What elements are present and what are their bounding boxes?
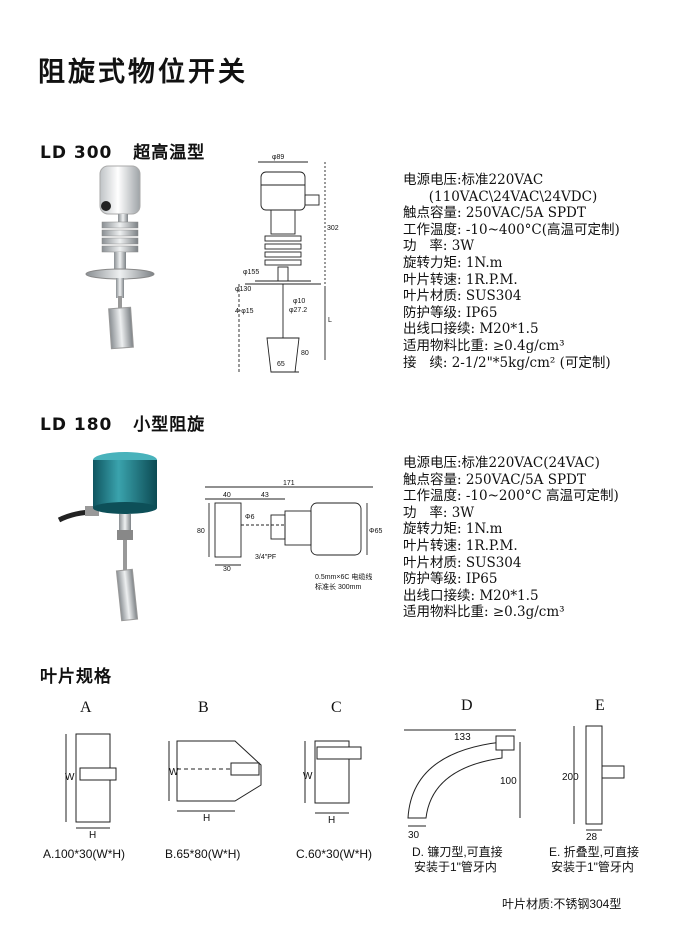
dim-d65: Φ65 — [369, 528, 382, 535]
blade-d-drawing: 133 100 30 — [404, 729, 521, 840]
ld180-model: LD 180 — [40, 415, 113, 435]
cable-note-2: 标准长 300mm — [315, 582, 361, 591]
blade-d-caption-1: D. 镰刀型,可直接 — [412, 845, 503, 859]
spec-line: 叶片材质: SUS304 — [403, 288, 522, 305]
page-title: 阻旋式物位开关 — [38, 57, 248, 88]
dim-171: 171 — [283, 480, 295, 487]
ld300-model: LD 300 — [40, 143, 113, 163]
spec-line: 叶片材质: SUS304 — [403, 554, 522, 571]
dim-d10: φ10 — [293, 298, 305, 305]
blade-a-w: W — [65, 772, 75, 783]
blade-b-w: W — [169, 767, 179, 778]
blade-e-caption-2: 安装于1"管牙内 — [551, 860, 634, 874]
spec-line: 防护等级: IP65 — [403, 304, 498, 321]
blade-d-100: 100 — [500, 776, 517, 787]
cable-note-1: 0.5mm×6C 电缆线 — [315, 572, 372, 581]
spec-line: 接 续: 2-1/2"*5kg/cm² (可定制) — [403, 354, 611, 371]
blade-d-letter: D — [461, 697, 473, 714]
dim-43: 43 — [261, 492, 269, 499]
blade-c-caption: C.60*30(W*H) — [296, 847, 373, 861]
spec-line: 出线口接续: M20*1.5 — [403, 587, 539, 604]
ld300-dimension-drawing: φ89 302 φ155 φ130 φ10 4-φ15 φ27.2 L 80 6… — [235, 154, 339, 373]
blade-e-caption-1: E. 折叠型,可直接 — [549, 845, 640, 859]
spec-line: 电源电压:标准220VAC — [403, 172, 544, 188]
dim-d155: φ155 — [243, 269, 259, 276]
spec-line: 旋转力矩: 1N.m — [403, 254, 503, 271]
spec-line: 防护等级: IP65 — [403, 571, 498, 588]
blade-c-h: H — [328, 815, 335, 826]
dim-30: 30 — [223, 566, 231, 573]
dim-hole: 4-φ15 — [235, 308, 254, 315]
ld180-product-photo — [57, 452, 157, 622]
dim-40: 40 — [223, 492, 231, 499]
blade-material-note: 叶片材质:不锈钢304型 — [502, 897, 622, 911]
ld180-dimension-drawing: 171 40 43 80 Φ6 Φ65 30 3/4"PF 0.5mm×6C 电… — [197, 480, 382, 591]
blade-b-h: H — [203, 813, 210, 824]
dim-L: L — [328, 317, 332, 324]
blade-a-h: H — [89, 830, 96, 838]
blade-d-30: 30 — [408, 830, 420, 840]
dim-302: 302 — [327, 225, 339, 232]
blade-b-letter: B — [198, 699, 209, 716]
blade-a-drawing: W H — [65, 733, 117, 838]
blade-a-caption: A.100*30(W*H) — [43, 847, 126, 861]
blade-c-letter: C — [331, 699, 342, 716]
blade-c-w: W — [303, 771, 313, 782]
blade-d-133: 133 — [454, 732, 471, 743]
blade-e-letter: E — [595, 697, 605, 714]
blade-e-drawing: 200 28 — [562, 725, 625, 842]
ld300-heading: LD 300 超高温型 — [40, 138, 205, 163]
blade-a-letter: A — [80, 699, 92, 716]
spec-line: 工作温度: -10~400°C(高温可定制) — [403, 221, 620, 238]
ld300-spec-list: 电源电压:标准220VAC (110VAC\24VAC\24VDC) 触点容量:… — [403, 172, 620, 371]
ld180-heading: LD 180 小型阻旋 — [40, 410, 205, 435]
ld300-desc: 超高温型 — [133, 143, 206, 163]
spec-line: 功 率: 3W — [403, 504, 475, 521]
dim-d27: φ27.2 — [289, 307, 307, 314]
spec-line: (110VAC\24VAC\24VDC) — [403, 188, 598, 205]
spec-line: 叶片转速: 1R.P.M. — [403, 537, 518, 554]
spec-line: 电源电压:标准220VAC(24VAC) — [403, 455, 600, 471]
spec-line: 叶片转速: 1R.P.M. — [403, 271, 518, 288]
blade-b-caption: B.65*80(W*H) — [165, 847, 241, 861]
ld300-product-photo — [85, 165, 155, 350]
dim-d89: φ89 — [272, 154, 284, 161]
blade-e-28: 28 — [586, 832, 598, 842]
spec-line: 触点容量: 250VAC/5A SPDT — [403, 471, 586, 488]
blade-d-caption-2: 安装于1"管牙内 — [414, 860, 497, 874]
spec-line: 适用物料比重: ≥0.4g/cm³ — [403, 337, 565, 354]
dim-80: 80 — [301, 350, 309, 357]
spec-line: 出线口接续: M20*1.5 — [403, 321, 539, 338]
spec-line: 触点容量: 250VAC/5A SPDT — [403, 205, 586, 222]
ld180-spec-list: 电源电压:标准220VAC(24VAC) 触点容量: 250VAC/5A SPD… — [403, 455, 619, 621]
blade-d-caption: D. 镰刀型,可直接 安装于1"管牙内 — [412, 845, 503, 875]
dim-thread: 3/4"PF — [255, 554, 276, 561]
blade-b-drawing: W H — [168, 740, 262, 824]
spec-line: 工作温度: -10~200°C 高温可定制) — [403, 488, 619, 505]
spec-line: 适用物料比重: ≥0.3g/cm³ — [403, 604, 565, 621]
dim-80: 80 — [197, 528, 205, 535]
blade-e-caption: E. 折叠型,可直接 安装于1"管牙内 — [549, 845, 639, 875]
blades-heading: 叶片规格 — [40, 667, 112, 687]
dim-d130: φ130 — [235, 286, 251, 293]
ld180-desc: 小型阻旋 — [133, 415, 206, 435]
blade-c-drawing: W H — [303, 740, 362, 826]
dim-d6: Φ6 — [245, 514, 255, 521]
blade-e-200: 200 — [562, 772, 579, 783]
spec-line: 功 率: 3W — [403, 238, 475, 255]
dim-65: 65 — [277, 361, 285, 368]
spec-line: 旋转力矩: 1N.m — [403, 521, 503, 538]
